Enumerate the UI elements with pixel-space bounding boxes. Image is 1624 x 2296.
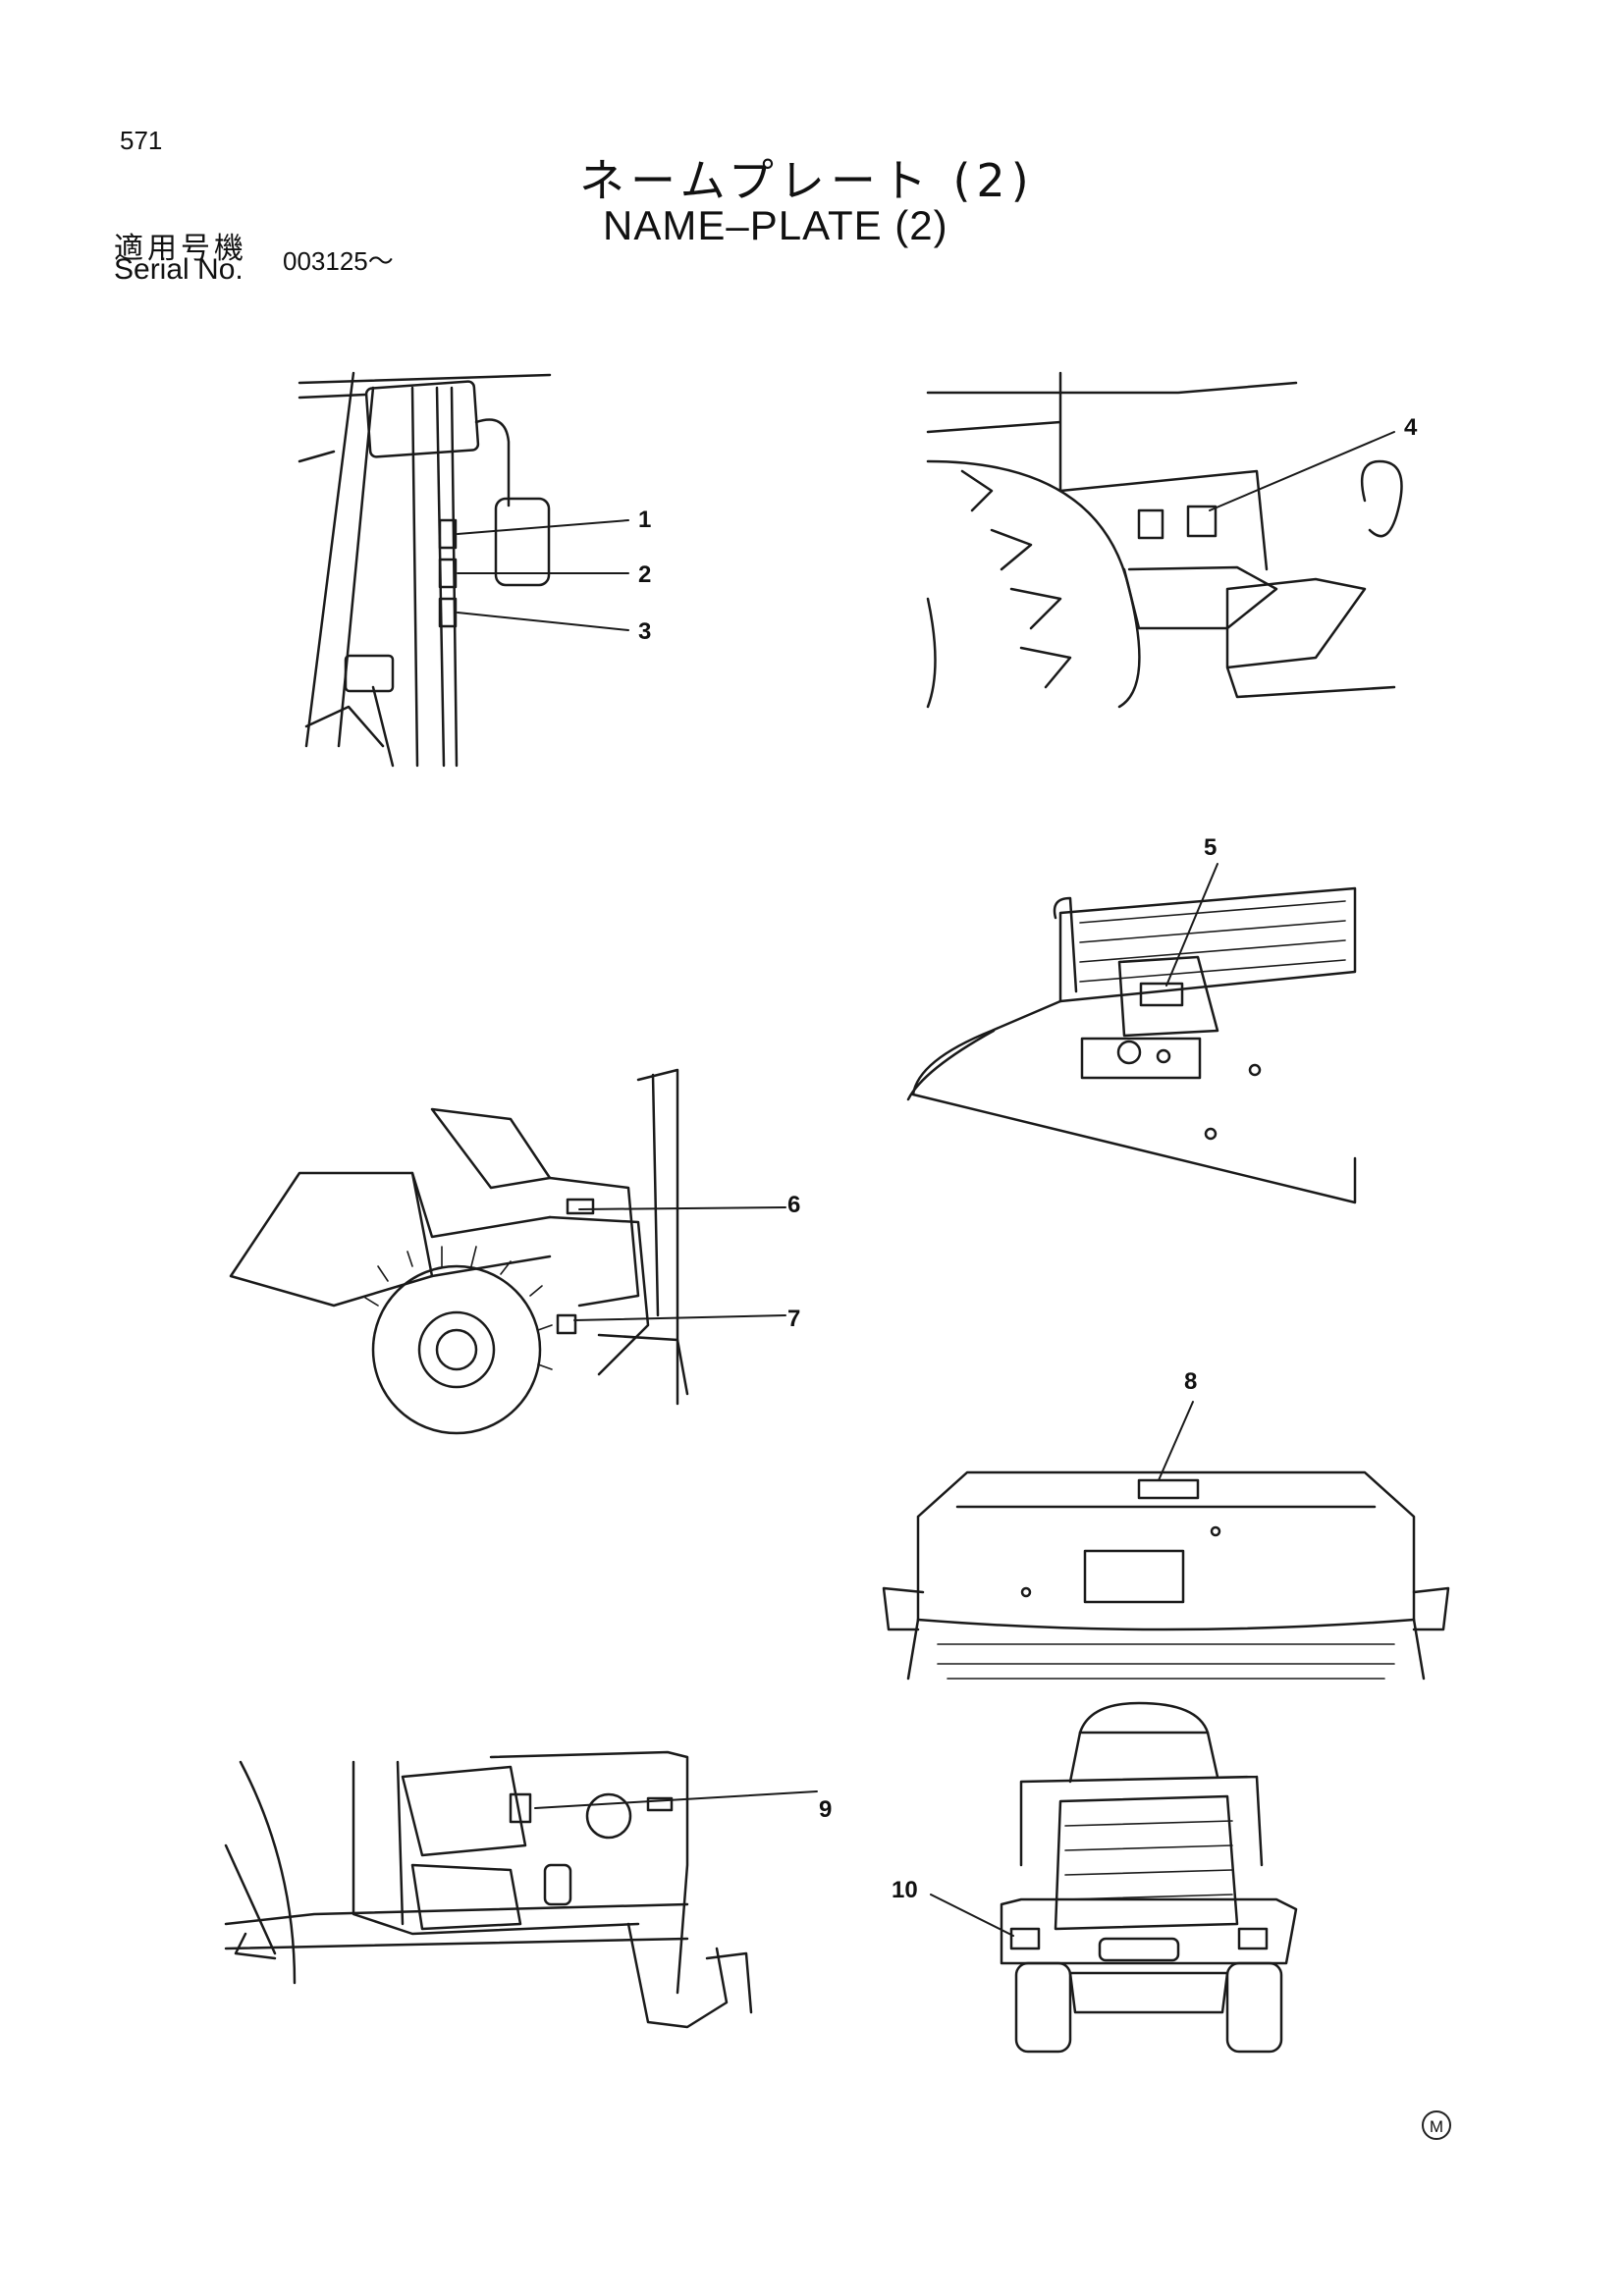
callout-4: 4 (1404, 414, 1418, 441)
callout-3: 3 (638, 618, 652, 645)
serial-label-japanese: 適用号機 (114, 232, 247, 266)
serial-label-english: Serial No. (114, 253, 244, 286)
illustration-rear-hood (882, 1401, 1450, 1681)
illustration-loader-rear (930, 1701, 1298, 2054)
page-title-english: NAME–PLATE (2) (603, 202, 948, 248)
manufacturer-mark: M (1422, 2110, 1451, 2140)
callout-7: 7 (787, 1306, 801, 1332)
callout-10: 10 (892, 1877, 918, 1903)
callout-2: 2 (638, 561, 652, 588)
callout-5: 5 (1204, 834, 1218, 861)
page-number: 571 (120, 126, 163, 155)
illustration-loader-side (229, 1068, 786, 1435)
callout-6: 6 (787, 1192, 801, 1218)
illustration-cab-door (224, 1750, 818, 2029)
serial-number-value: 003125～ (283, 246, 394, 276)
callout-1: 1 (638, 507, 652, 533)
illustration-tire-step (926, 371, 1403, 709)
page-title-japanese: ネームプレート (2) (579, 154, 1035, 207)
callout-8: 8 (1184, 1368, 1198, 1395)
illustration-hood-grating (906, 863, 1357, 1204)
illustration-cab-pillar-mirror (298, 371, 629, 768)
callout-9: 9 (819, 1796, 833, 1823)
